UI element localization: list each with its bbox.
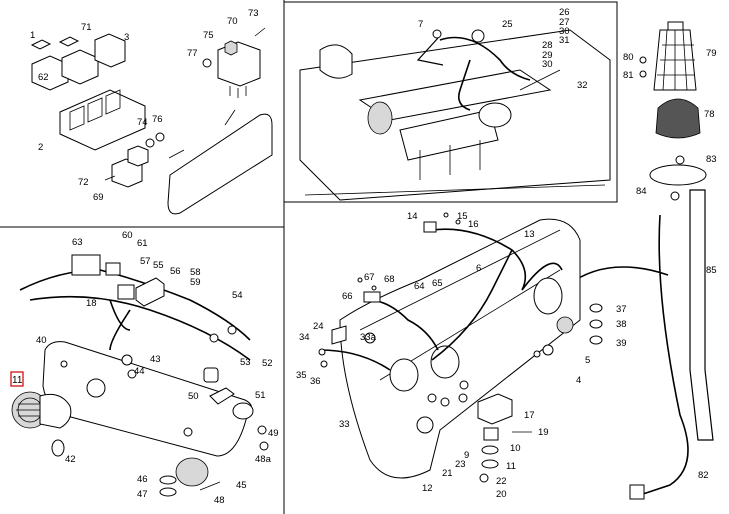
svg-text:51: 51 bbox=[255, 390, 266, 401]
svg-text:38: 38 bbox=[616, 319, 627, 330]
svg-text:43: 43 bbox=[150, 354, 161, 365]
svg-text:79: 79 bbox=[706, 48, 717, 59]
svg-text:4: 4 bbox=[576, 375, 581, 386]
fender-group bbox=[318, 212, 603, 483]
svg-text:39: 39 bbox=[616, 338, 627, 349]
svg-text:22: 22 bbox=[496, 476, 507, 487]
svg-text:55: 55 bbox=[153, 260, 164, 271]
svg-text:32: 32 bbox=[577, 80, 588, 91]
svg-text:48a: 48a bbox=[255, 454, 272, 465]
svg-text:45: 45 bbox=[236, 480, 247, 491]
panel-engine-frame bbox=[283, 1, 618, 203]
svg-text:16: 16 bbox=[468, 219, 479, 230]
svg-text:5: 5 bbox=[585, 355, 590, 366]
svg-text:85: 85 bbox=[706, 265, 717, 276]
svg-text:80: 80 bbox=[623, 52, 634, 63]
svg-text:33: 33 bbox=[339, 419, 350, 430]
svg-text:35: 35 bbox=[296, 370, 307, 381]
svg-text:66: 66 bbox=[342, 291, 353, 302]
svg-text:70: 70 bbox=[227, 16, 238, 27]
svg-text:20: 20 bbox=[496, 489, 507, 500]
svg-text:14: 14 bbox=[407, 211, 418, 222]
svg-text:30: 30 bbox=[542, 59, 553, 70]
svg-text:47: 47 bbox=[137, 489, 148, 500]
svg-text:18: 18 bbox=[86, 298, 97, 309]
svg-text:31: 31 bbox=[559, 35, 570, 46]
svg-text:60: 60 bbox=[122, 230, 133, 241]
svg-text:23: 23 bbox=[455, 459, 466, 470]
svg-text:2: 2 bbox=[38, 142, 43, 153]
svg-text:68: 68 bbox=[384, 274, 395, 285]
svg-text:15: 15 bbox=[457, 211, 468, 222]
svg-text:76: 76 bbox=[152, 114, 163, 125]
svg-text:40: 40 bbox=[36, 335, 47, 346]
svg-text:10: 10 bbox=[510, 443, 521, 454]
svg-text:24: 24 bbox=[313, 321, 324, 332]
svg-text:67: 67 bbox=[364, 272, 375, 283]
svg-text:3: 3 bbox=[124, 32, 129, 43]
rear-light-group bbox=[11, 254, 269, 497]
svg-text:7: 7 bbox=[418, 19, 423, 30]
svg-text:34: 34 bbox=[299, 332, 310, 343]
engine-view-group bbox=[299, 29, 611, 201]
svg-text:50: 50 bbox=[188, 391, 199, 402]
svg-text:58: 58 bbox=[190, 267, 201, 278]
part-labels: 1 3 62 71 70 73 75 77 2 74 76 72 69 7 25… bbox=[30, 7, 717, 506]
svg-text:21: 21 bbox=[442, 468, 453, 479]
svg-text:11: 11 bbox=[506, 461, 516, 472]
svg-text:52: 52 bbox=[262, 358, 273, 369]
svg-text:13: 13 bbox=[524, 229, 535, 240]
svg-text:82: 82 bbox=[698, 470, 709, 481]
svg-text:57: 57 bbox=[140, 256, 151, 267]
svg-text:84: 84 bbox=[636, 186, 647, 197]
svg-text:28: 28 bbox=[542, 40, 553, 51]
svg-text:49: 49 bbox=[268, 428, 279, 439]
beacon-group bbox=[567, 21, 714, 500]
svg-text:42: 42 bbox=[65, 454, 76, 465]
highlighted-part-label: 11 bbox=[12, 375, 23, 386]
svg-text:77: 77 bbox=[187, 48, 198, 59]
svg-text:25: 25 bbox=[502, 19, 513, 30]
switch-panel-group bbox=[30, 27, 273, 215]
svg-text:71: 71 bbox=[81, 22, 92, 33]
svg-text:1: 1 bbox=[30, 30, 35, 41]
svg-text:29: 29 bbox=[542, 50, 553, 61]
highlighted-part-11[interactable]: 11 bbox=[10, 371, 24, 387]
svg-text:26: 26 bbox=[559, 7, 570, 18]
svg-text:73: 73 bbox=[248, 8, 259, 19]
svg-text:6: 6 bbox=[476, 263, 481, 274]
svg-text:56: 56 bbox=[170, 266, 181, 277]
svg-text:54: 54 bbox=[232, 290, 243, 301]
svg-text:61: 61 bbox=[137, 238, 148, 249]
svg-text:75: 75 bbox=[203, 30, 214, 41]
svg-text:46: 46 bbox=[137, 474, 148, 485]
svg-text:64: 64 bbox=[414, 281, 425, 292]
svg-text:36: 36 bbox=[310, 376, 321, 387]
svg-text:53: 53 bbox=[240, 357, 251, 368]
svg-text:62: 62 bbox=[38, 72, 49, 83]
svg-text:48: 48 bbox=[214, 495, 225, 506]
svg-text:74: 74 bbox=[137, 117, 148, 128]
svg-text:81: 81 bbox=[623, 70, 634, 81]
svg-text:44: 44 bbox=[134, 366, 145, 377]
svg-text:17: 17 bbox=[524, 410, 535, 421]
svg-text:9: 9 bbox=[464, 450, 469, 461]
svg-text:69: 69 bbox=[93, 192, 104, 203]
svg-text:19: 19 bbox=[538, 427, 549, 438]
svg-text:12: 12 bbox=[422, 483, 433, 494]
svg-text:30: 30 bbox=[559, 26, 570, 37]
svg-text:33a: 33a bbox=[360, 332, 377, 343]
svg-text:37: 37 bbox=[616, 304, 627, 315]
svg-text:83: 83 bbox=[706, 154, 717, 165]
svg-text:72: 72 bbox=[78, 177, 89, 188]
svg-text:63: 63 bbox=[72, 237, 83, 248]
svg-text:59: 59 bbox=[190, 277, 201, 288]
svg-text:78: 78 bbox=[704, 109, 715, 120]
svg-text:27: 27 bbox=[559, 17, 570, 28]
svg-text:65: 65 bbox=[432, 278, 443, 289]
